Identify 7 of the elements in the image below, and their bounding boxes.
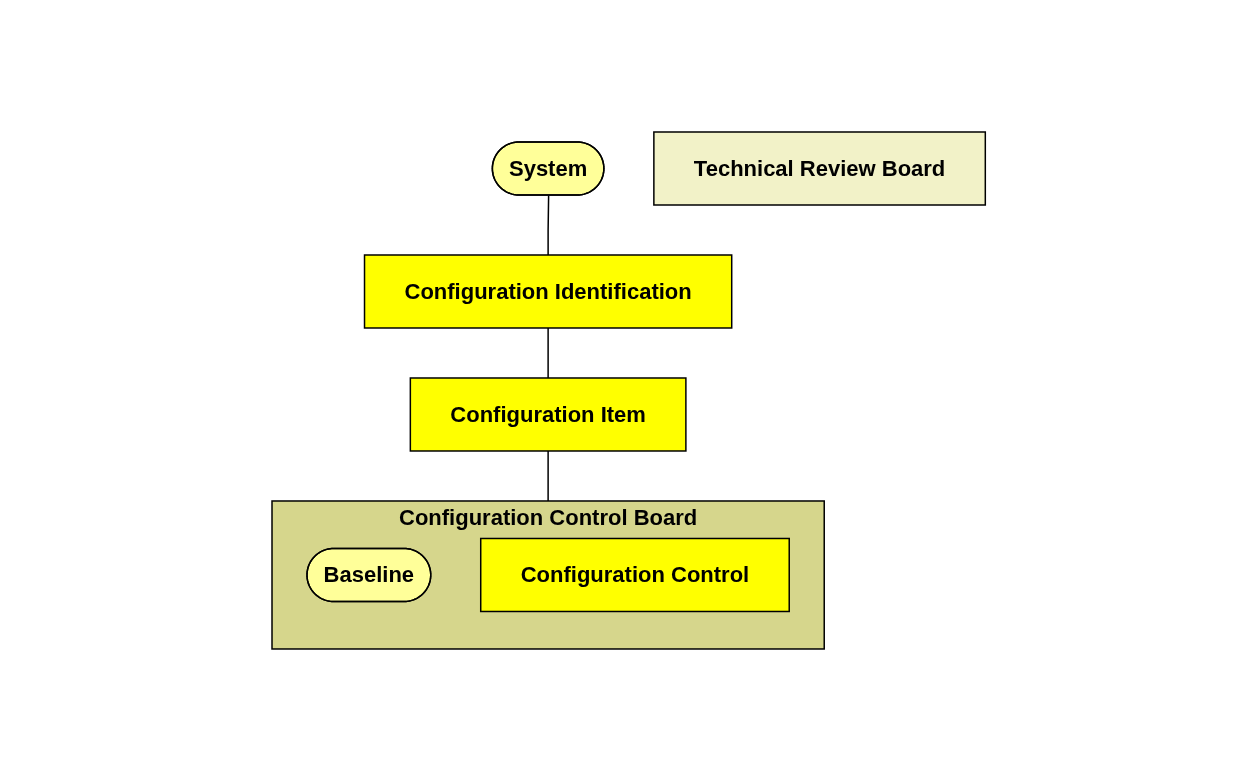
node-box: Configuration Item: [409, 376, 687, 452]
node-box: Configuration Control: [480, 537, 791, 612]
connector: [547, 194, 550, 256]
node-box: Technical Review Board: [653, 130, 987, 206]
node-box: Configuration Identification: [364, 253, 733, 329]
connector: [547, 326, 550, 379]
connector: [547, 449, 550, 502]
